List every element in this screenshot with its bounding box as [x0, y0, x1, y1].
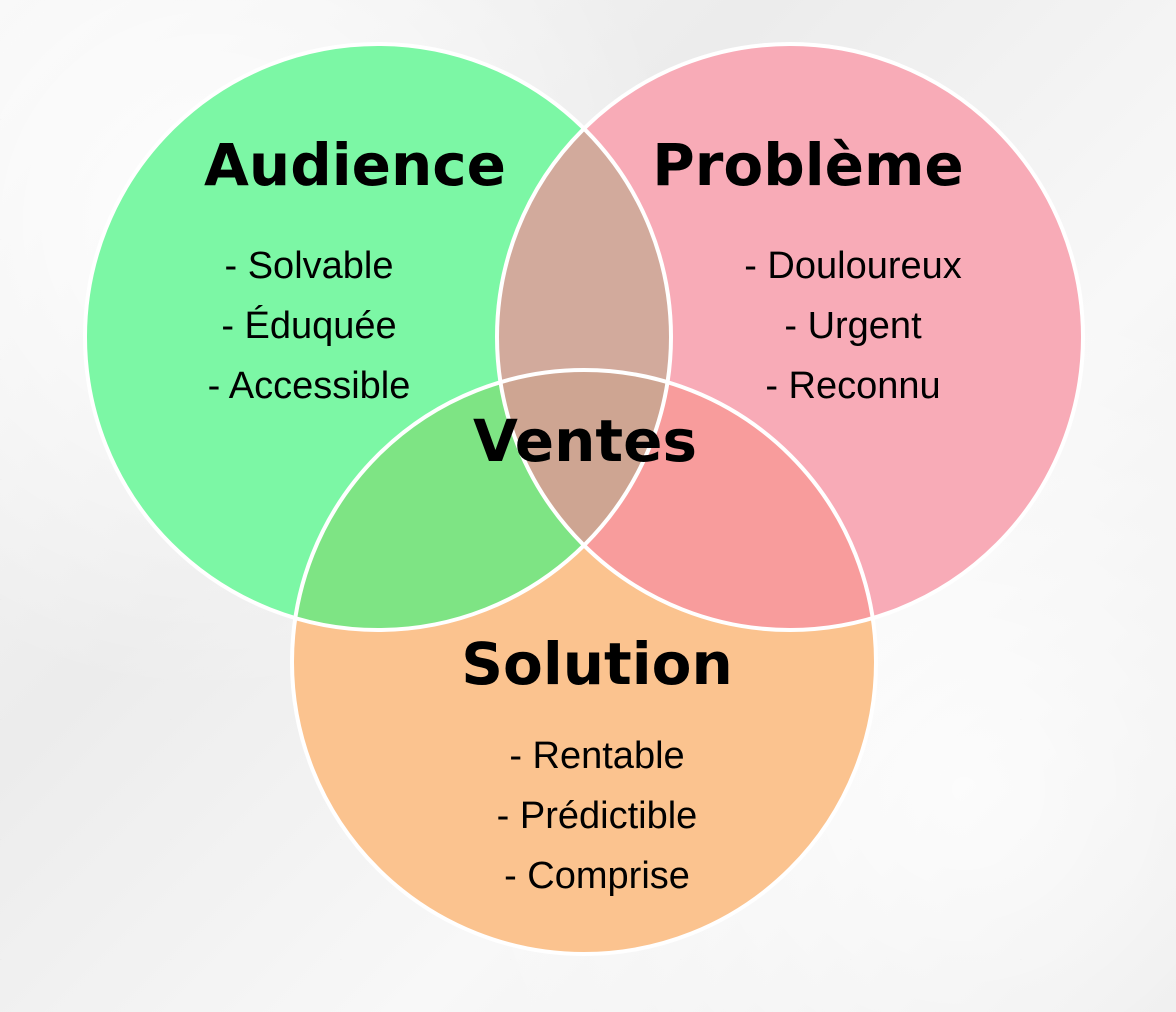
audience-item-1: - Solvable	[225, 245, 394, 287]
audience-item-3: - Accessible	[208, 365, 411, 407]
solution-item-3: - Comprise	[504, 855, 690, 897]
audience-labels: Audience - Solvable - Éduquée - Accessib…	[204, 131, 506, 407]
audience-title: Audience	[204, 131, 506, 199]
solution-title: Solution	[461, 630, 733, 698]
probleme-labels: Problème - Douloureux - Urgent - Reconnu	[652, 131, 963, 407]
probleme-solution-overlap	[497, 370, 876, 630]
audience-solution-overlap	[292, 370, 671, 630]
probleme-outline	[495, 42, 1085, 632]
probleme-title: Problème	[652, 131, 963, 199]
probleme-item-2: - Urgent	[784, 305, 922, 347]
audience-outline	[83, 42, 673, 632]
solution-labels: Solution - Rentable - Prédictible - Comp…	[461, 630, 733, 897]
center-labels: Ventes	[473, 407, 697, 475]
probleme-item-1: - Douloureux	[744, 245, 962, 287]
solution-item-2: - Prédictible	[497, 795, 698, 837]
solution-item-1: - Rentable	[509, 735, 684, 777]
audience-item-2: - Éduquée	[221, 304, 396, 347]
venn-fills	[85, 44, 1083, 954]
probleme-item-3: - Reconnu	[765, 365, 940, 407]
center-title: Ventes	[473, 407, 697, 475]
solution-outline	[290, 368, 878, 956]
venn-outlines	[83, 42, 1085, 956]
